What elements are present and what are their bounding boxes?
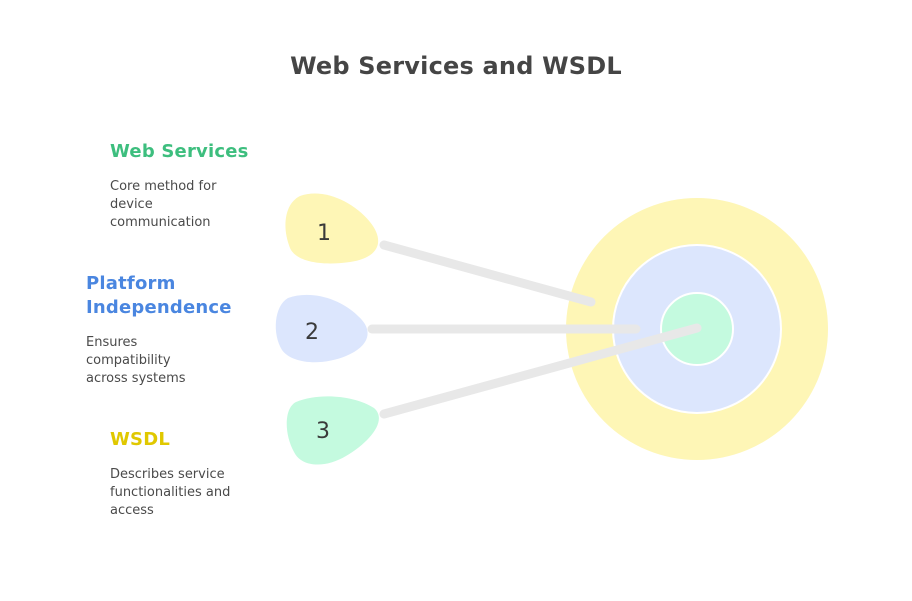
badge-1-number: 1	[317, 221, 331, 246]
badge-1-shape	[285, 193, 379, 264]
badge-3-number: 3	[316, 419, 330, 444]
badge-1: 1	[285, 193, 379, 264]
item-1-description: Core method for device communication	[110, 179, 217, 230]
badge-2-shape	[275, 294, 368, 363]
connector-1	[379, 240, 596, 307]
badge-2-number: 2	[305, 320, 319, 345]
item-2-description: Ensures compatibility across systems	[86, 335, 186, 386]
item-2-title: Platform Independence	[86, 273, 232, 318]
diagram-title: Web Services and WSDL	[290, 52, 622, 80]
badge-3-shape	[286, 396, 379, 465]
connectors	[367, 240, 702, 419]
connector-3	[379, 323, 702, 419]
item-3-title: WSDL	[110, 429, 171, 450]
item-3-description: Describes service functionalities and ac…	[110, 467, 231, 518]
item-1-title: Web Services	[110, 141, 249, 162]
badge-3: 3	[286, 396, 379, 465]
badge-2: 2	[275, 294, 368, 363]
